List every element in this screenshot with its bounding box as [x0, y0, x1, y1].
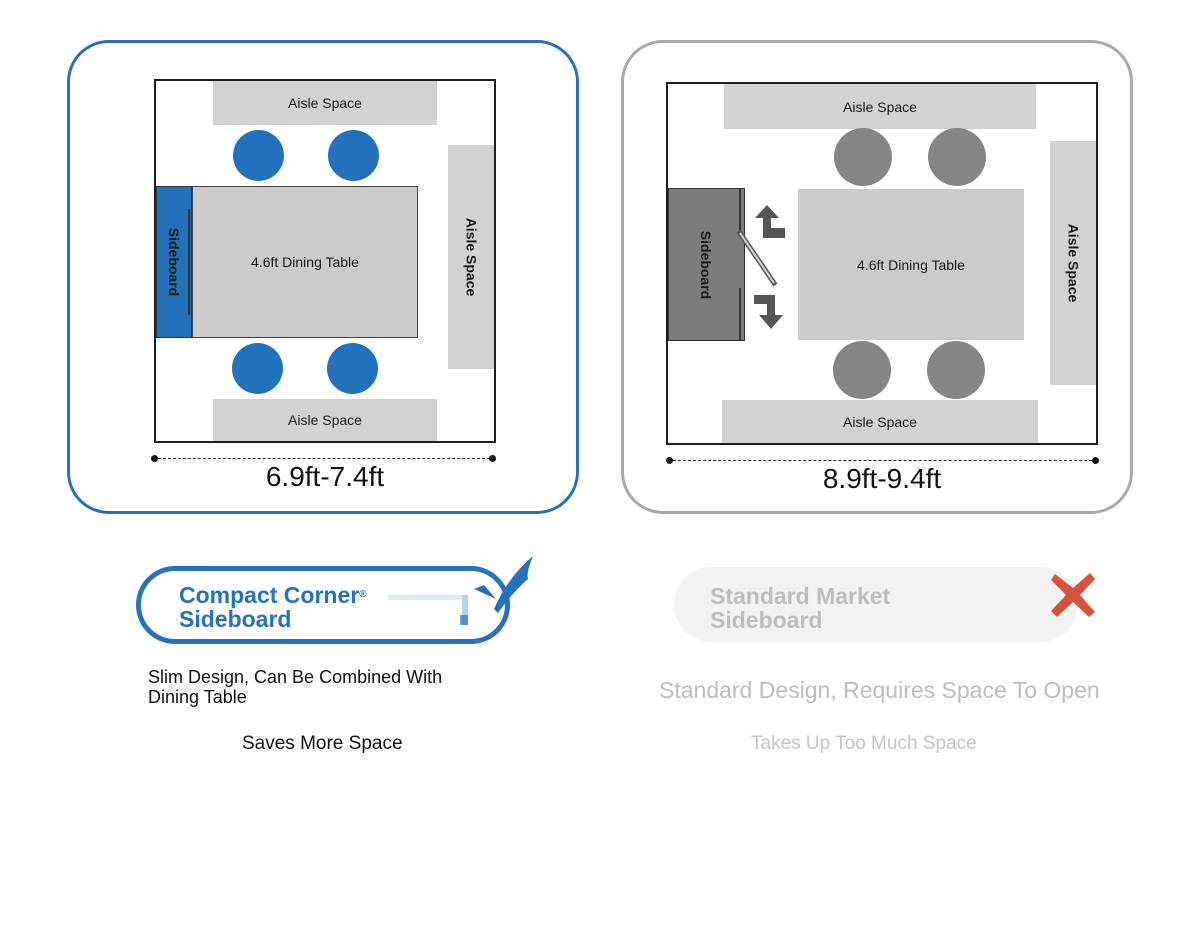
chair: [232, 343, 283, 394]
dimension-end-dot: [1092, 457, 1099, 464]
dimension-start-dot: [666, 457, 673, 464]
chair: [834, 128, 892, 186]
dimension-dashed-line: [158, 458, 490, 459]
sideboard-door-line: [188, 209, 190, 315]
dimension-end-dot: [489, 455, 496, 462]
badge-title-line2: Sideboard: [710, 607, 823, 633]
arrow-turn-down-icon: [754, 295, 783, 329]
aisle-space-top: Aisle Space: [213, 81, 437, 125]
badge-title-line1: Standard Market: [710, 583, 891, 609]
compact-sideboard-badge: Compact Corner® Sideboard: [136, 566, 510, 644]
standard-description: Standard Design, Requires Space To Open: [659, 677, 1100, 703]
chair: [327, 343, 378, 394]
corner-sideboard-icon: [388, 595, 468, 625]
badge-title: Compact Corner® Sideboard: [179, 583, 367, 631]
standard-sideboard: Sideboard: [668, 188, 745, 341]
compact-layout-panel: Aisle Space Aisle Space Aisle Space Side…: [67, 40, 579, 514]
chair: [833, 341, 891, 399]
aisle-space-bottom: Aisle Space: [722, 400, 1038, 443]
aisle-space-bottom: Aisle Space: [213, 399, 437, 441]
standard-benefit: Takes Up Too Much Space: [751, 733, 977, 754]
aisle-space-side: Aisle Space: [1050, 141, 1096, 385]
badge-title-line1: Compact Corner: [179, 582, 360, 608]
dimension-label: 8.9ft-9.4ft: [822, 463, 942, 494]
standard-layout-panel: Aisle Space Aisle Space Aisle Space 4.6f…: [621, 40, 1133, 514]
arrow-turn-up-icon: [755, 205, 785, 238]
dining-table: 4.6ft Dining Table: [192, 186, 418, 338]
standard-sideboard-badge: Standard Market Sideboard: [674, 567, 1078, 642]
chair: [233, 130, 284, 181]
compact-sideboard: Sideboard: [156, 186, 192, 338]
registered-mark: ®: [359, 589, 367, 600]
badge-title: Standard Market Sideboard: [710, 584, 890, 632]
sideboard-door-line: [739, 188, 741, 236]
open-door-illustration: [736, 229, 778, 287]
badge-title-line2: Sideboard: [179, 606, 292, 632]
chair: [328, 130, 379, 181]
dimension-dashed-line: [673, 460, 1097, 461]
dimension-label: 6.9ft-7.4ft: [265, 461, 385, 492]
compact-benefit: Saves More Space: [242, 733, 403, 754]
room-outline: Aisle Space Aisle Space Aisle Space Side…: [154, 79, 496, 443]
cross-icon: [1051, 573, 1095, 617]
dimension-start-dot: [151, 455, 158, 462]
chair: [927, 341, 985, 399]
compact-description: Slim Design, Can Be Combined With Dining…: [148, 667, 443, 707]
room-outline: Aisle Space Aisle Space Aisle Space 4.6f…: [666, 82, 1098, 445]
chair: [928, 128, 986, 186]
aisle-space-top: Aisle Space: [724, 84, 1036, 129]
aisle-space-side: Aisle Space: [448, 145, 494, 369]
checkmark-icon: [474, 556, 533, 613]
dining-table: 4.6ft Dining Table: [798, 189, 1024, 340]
sideboard-door-line: [739, 288, 741, 340]
